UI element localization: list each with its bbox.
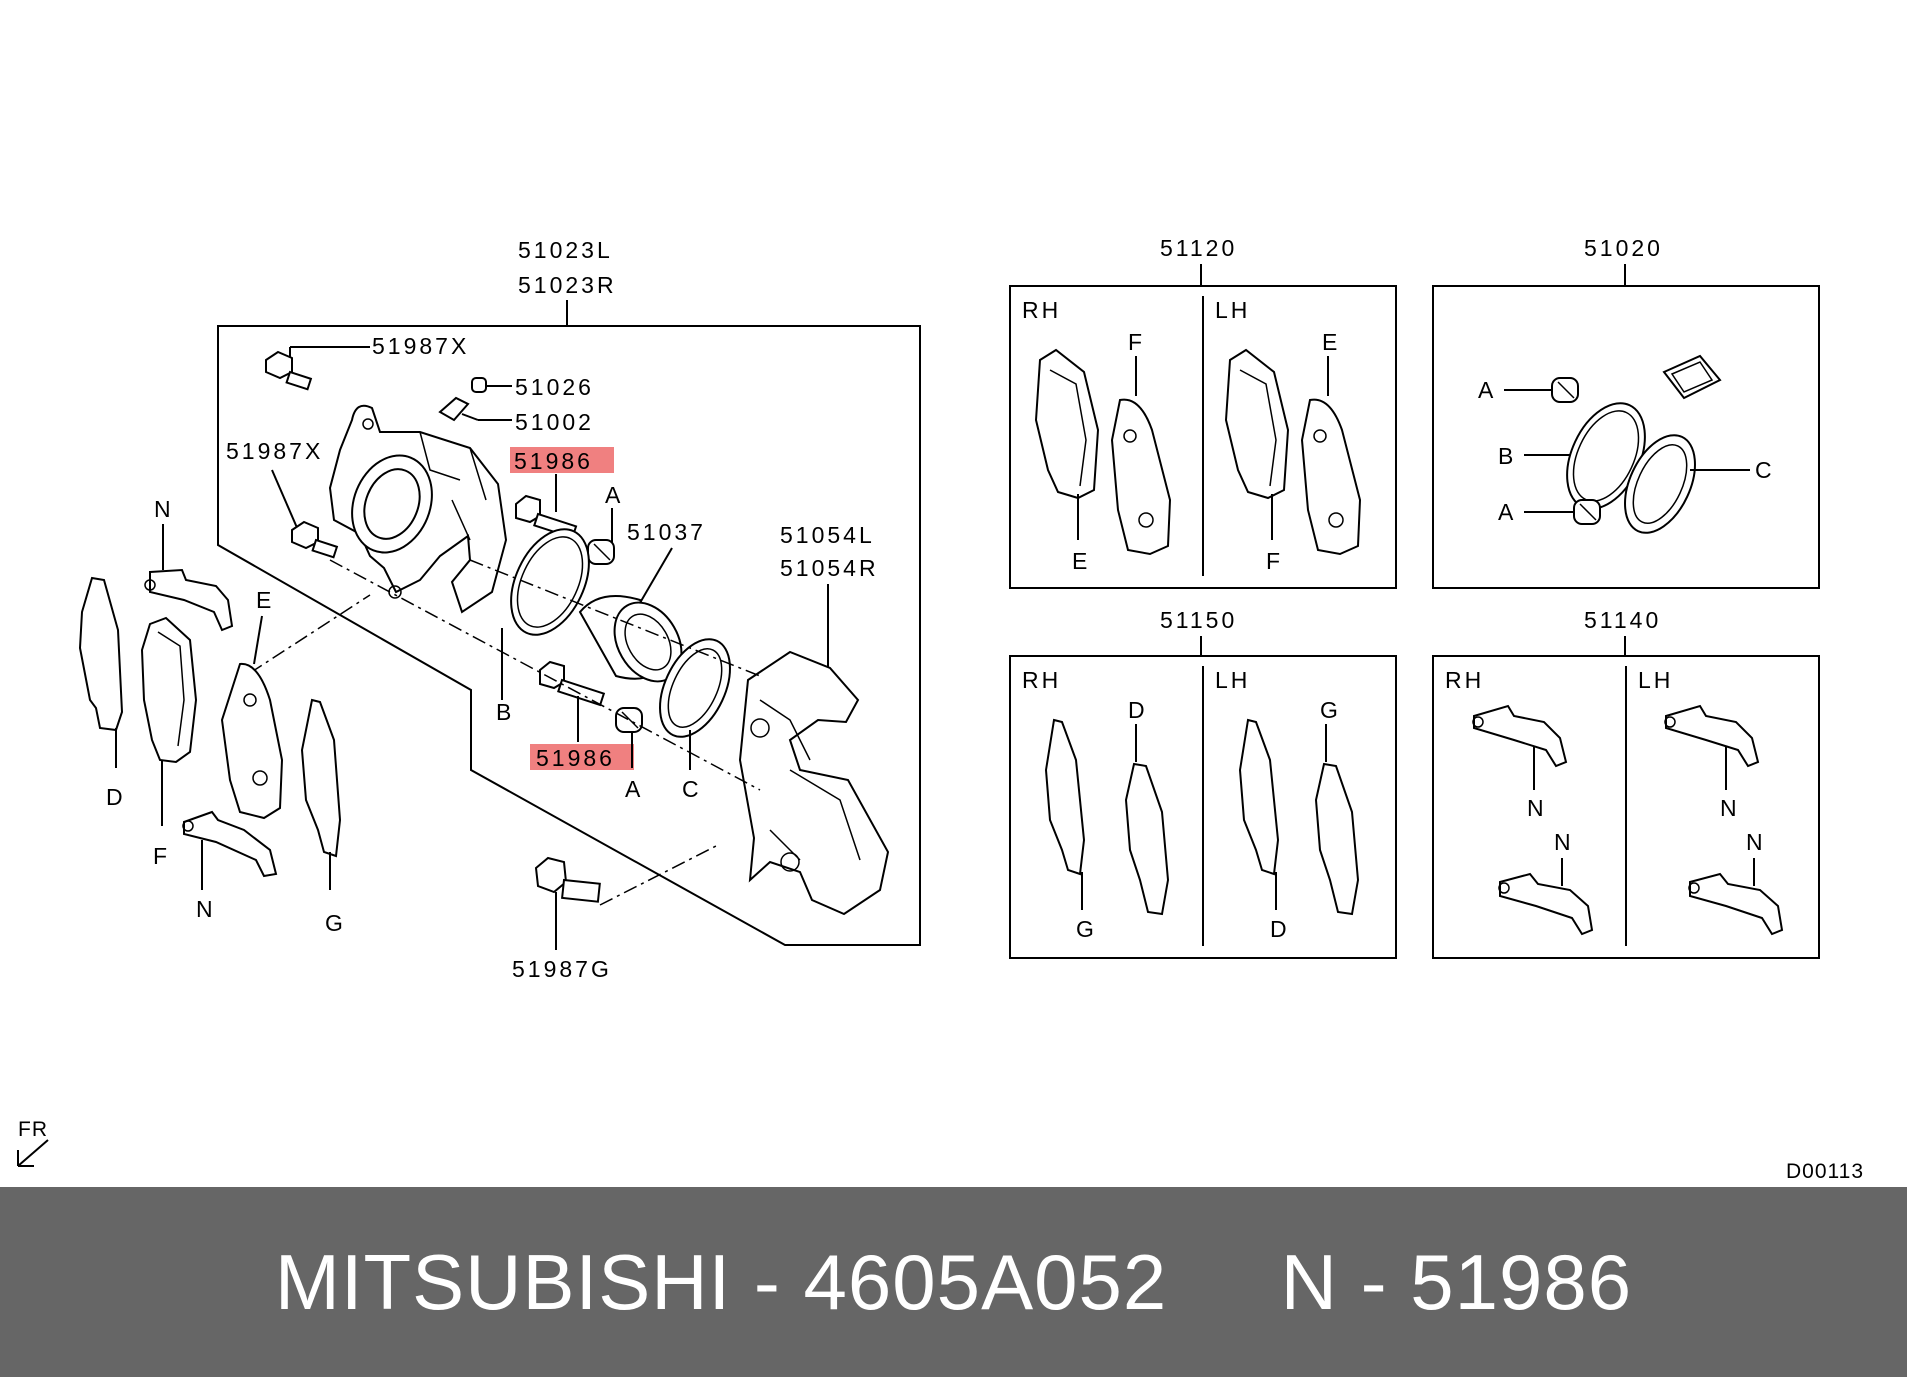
label-51987g: 51987G xyxy=(512,956,612,982)
piston-51037: 51037 xyxy=(578,519,706,683)
boot-a-lower: A xyxy=(615,707,643,802)
bracket-51054: 51054L 51054R xyxy=(738,522,890,916)
kit-51020-title: 51020 xyxy=(1584,235,1663,261)
kit-51140-title: 51140 xyxy=(1584,607,1661,633)
callout-a-lower: A xyxy=(625,776,643,802)
pad-e-inner: E xyxy=(220,587,284,820)
highlight-lower xyxy=(530,744,634,770)
kit-51120-lh-e: E xyxy=(1322,329,1340,355)
kit-51140: 51140 RH LH N N N N xyxy=(1432,607,1820,959)
kit-51150-lh-g: G xyxy=(1320,697,1341,723)
bleeder-cap-51026: 51026 xyxy=(471,374,594,400)
kit-51140-n2: N xyxy=(1720,795,1740,821)
callout-c: C xyxy=(682,776,702,802)
kit-51020-b: B xyxy=(1498,443,1516,469)
main-caliper-assembly: 51023L 51023R 51987X 51026 51002 51987X xyxy=(78,237,921,982)
label-51054r: 51054R xyxy=(780,555,879,581)
label-51023r: 51023R xyxy=(518,272,617,298)
label-51002: 51002 xyxy=(515,409,594,435)
guide-pin-lower: 51986 xyxy=(530,660,634,771)
pad-f-outer: F xyxy=(140,616,198,869)
label-51986-lower: 51986 xyxy=(536,745,615,771)
kit-51020: 51020 A B A C xyxy=(1432,235,1820,589)
kit-51140-n1: N xyxy=(1527,795,1547,821)
kit-51150-lh-d: D xyxy=(1270,916,1290,942)
kit-51120-lh: LH xyxy=(1215,297,1250,323)
kit-51120-title: 51120 xyxy=(1160,235,1237,261)
kit-51140-rh: RH xyxy=(1445,667,1484,693)
footer-part-number: MITSUBISHI - 4605A052 N - 51986 xyxy=(274,1237,1633,1326)
kit-51020-a-upper: A xyxy=(1478,377,1496,403)
kit-51150-lh: LH xyxy=(1215,667,1250,693)
label-51026: 51026 xyxy=(515,374,594,400)
kit-51120-rh-e: E xyxy=(1072,548,1090,574)
kit-51150-title: 51150 xyxy=(1160,607,1237,633)
kit-51120-lh-f: F xyxy=(1266,548,1283,574)
callout-b: B xyxy=(496,699,514,725)
kit-51020-a-lower: A xyxy=(1498,499,1516,525)
kit-51120: 51120 RH LH E F F E xyxy=(1009,235,1397,589)
clip-n-lower: N xyxy=(182,810,278,922)
label-51987x-left: 51987X xyxy=(226,438,323,464)
kit-51140-n3: N xyxy=(1554,829,1574,855)
callout-n-lower: N xyxy=(196,896,216,922)
kit-51150-rh-d: D xyxy=(1128,697,1148,723)
drawing-code: D00113 xyxy=(1786,1160,1864,1183)
kit-51140-lh: LH xyxy=(1638,667,1673,693)
boot-a-upper: A xyxy=(587,482,623,565)
direction-label: FR xyxy=(18,1118,48,1141)
bolt-51987g: 51987G xyxy=(512,856,612,982)
kit-51020-c: C xyxy=(1755,457,1775,483)
kit-51150: 51150 RH LH G D D G xyxy=(1009,607,1397,959)
kit-51150-rh-g: G xyxy=(1076,916,1097,942)
shim-g: G xyxy=(300,698,346,936)
kit-51120-rh: RH xyxy=(1022,297,1061,323)
direction-indicator: FR xyxy=(17,1118,49,1167)
seal-b: B xyxy=(496,528,590,725)
label-51987x-upper: 51987X xyxy=(372,333,469,359)
clip-n-upper: N xyxy=(144,496,234,632)
boot-c: C xyxy=(659,638,731,802)
label-51037: 51037 xyxy=(627,519,706,545)
callout-a-upper: A xyxy=(605,482,623,508)
parts-diagram: 51023L 51023R 51987X 51026 51002 51987X xyxy=(17,235,1864,1183)
callout-g: G xyxy=(325,910,346,936)
label-51054l: 51054L xyxy=(780,522,875,548)
bleeder-screw-51002: 51002 xyxy=(438,396,594,435)
label-51986-upper: 51986 xyxy=(514,448,593,474)
footer-banner: MITSUBISHI - 4605A052 N - 51986 xyxy=(0,1187,1907,1377)
arrow-icon xyxy=(17,1139,49,1167)
bolt-51987x-upper: 51987X xyxy=(265,333,469,391)
callout-e: E xyxy=(256,587,274,613)
shim-d: D xyxy=(78,576,126,810)
highlight-upper xyxy=(510,447,614,473)
caliper-body xyxy=(328,404,508,614)
callout-d: D xyxy=(106,784,126,810)
kit-51150-rh: RH xyxy=(1022,667,1061,693)
callout-n-upper: N xyxy=(154,496,174,522)
callout-f: F xyxy=(153,843,170,869)
kit-51140-n4: N xyxy=(1746,829,1766,855)
bolt-51987x-left: 51987X xyxy=(226,438,339,559)
kit-51120-rh-f: F xyxy=(1128,329,1145,355)
guide-pin-upper: 51986 xyxy=(510,447,614,540)
label-51023l: 51023L xyxy=(518,237,613,263)
